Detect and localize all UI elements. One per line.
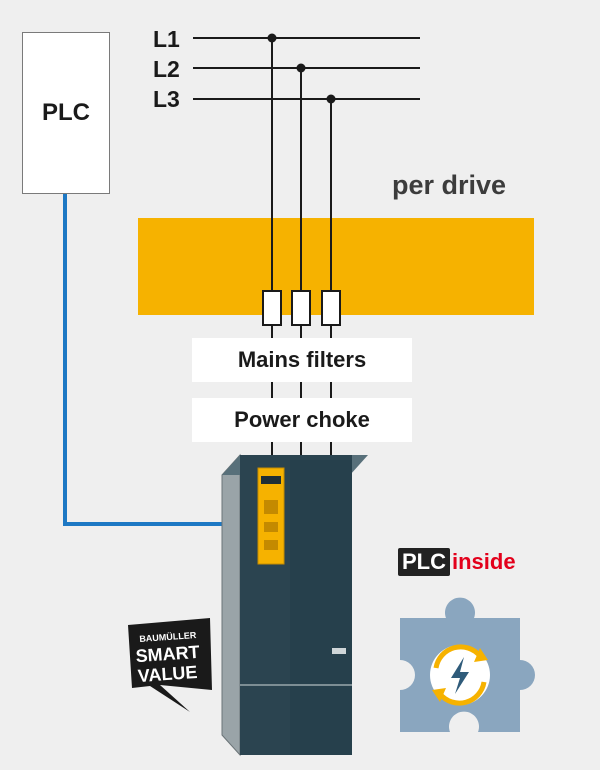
badge-line2: SMART (135, 642, 200, 666)
drive-control-port-3 (264, 540, 278, 550)
badge-line1: BAUMÜLLER (139, 630, 197, 644)
fuse-l1 (262, 290, 282, 326)
plc-inside-part2: inside (452, 549, 516, 574)
power-choke-box: Power choke (192, 398, 412, 442)
drive-control-display (261, 476, 281, 484)
badge-line3: VALUE (137, 662, 198, 686)
plc-signal-line (63, 194, 226, 526)
power-choke-label: Power choke (234, 407, 370, 432)
lightning-cycle-icon (430, 644, 490, 706)
per-drive-label: per drive (392, 170, 507, 200)
drive-unit (221, 453, 368, 757)
smart-value-badge: BAUMÜLLER SMART VALUE (128, 618, 212, 712)
drive-control-port (264, 500, 278, 514)
drive-side-panel (221, 453, 241, 757)
mains-filters-label: Mains filters (237, 347, 367, 372)
fuse-l2 (291, 290, 311, 326)
plc-label: PLC (42, 99, 90, 126)
fuse-l3 (321, 290, 341, 326)
phase-label-l3: L3 (153, 86, 180, 112)
badge-shape (128, 618, 212, 712)
plc-inside-part1: PLC (398, 548, 450, 576)
phase-label-l1: L1 (153, 26, 180, 52)
drive-front-right (290, 460, 352, 755)
drive-control-port-2 (264, 522, 278, 532)
plc-box: PLC (22, 32, 110, 194)
phase-label-l2: L2 (153, 56, 180, 82)
plc-inside-logo: PLC inside (398, 548, 516, 576)
mains-filters-box: Mains filters (192, 338, 412, 382)
puzzle-piece-icon (400, 597, 535, 732)
drive-nameplate (332, 648, 346, 654)
